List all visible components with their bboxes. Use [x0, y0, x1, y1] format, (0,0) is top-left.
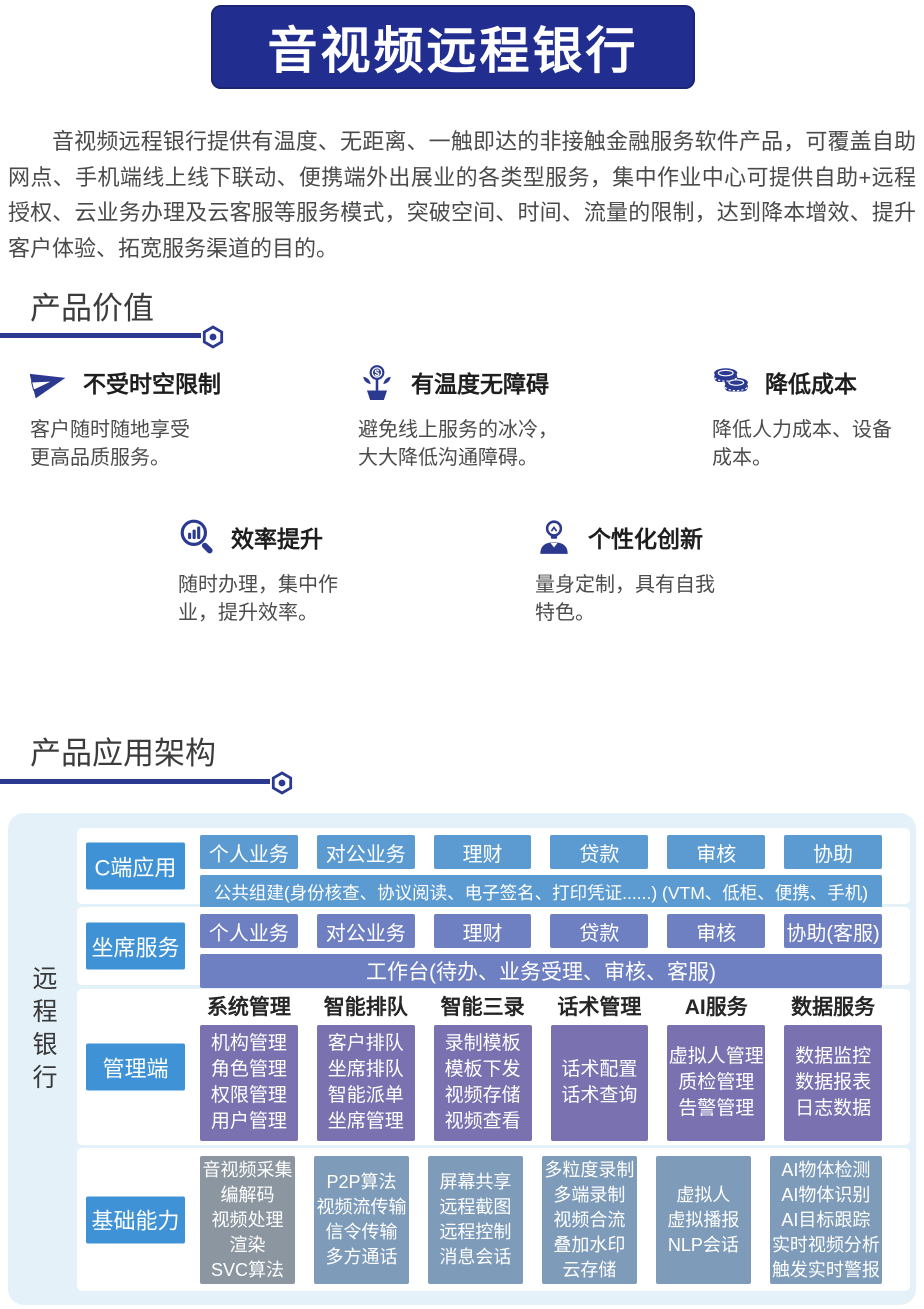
row-content: 个人业务 对公业务 理财 贷款 审核 协助(客服) 工作台(待办、业务受理、审核…: [200, 907, 882, 988]
feature-lower-cost: 降低成本 降低人力成本、设备成本。: [712, 363, 897, 472]
chip-assist: 协助: [784, 835, 882, 869]
col-header: 数据服务: [791, 996, 876, 1019]
col-header: AI服务: [684, 996, 748, 1019]
chip-personal-business: 个人业务: [200, 914, 298, 948]
feature-head: $ 有温度无障碍: [358, 363, 563, 401]
col-ai-service: AI服务 虚拟人管理 质检管理 告警管理: [667, 993, 766, 1141]
section-rule-architecture: [0, 771, 294, 795]
chip-loan: 贷款: [550, 835, 649, 869]
feature-desc: 降低人力成本、设备成本。: [712, 419, 892, 469]
col-header: 系统管理: [206, 996, 291, 1019]
chip-loan: 贷款: [550, 914, 649, 948]
feature-warm-barrier-free: $ 有温度无障碍 避免线上服务的冰冷，大大降低沟通障碍。: [358, 363, 563, 472]
feature-desc: 随时办理，集中作业，提升效率。: [178, 574, 338, 624]
row-agent-service: 坐席服务 个人业务 对公业务 理财 贷款 审核 协助(客服) 工作台(待办、业务…: [77, 907, 910, 988]
row-basic-capability: 基础能力 音视频采集 编解码 视频处理 渲染 SVC算法 P2P算法 视频流传输…: [77, 1148, 910, 1291]
col-header: 智能排队: [323, 996, 408, 1019]
intro-paragraph: 音视频远程银行提供有温度、无距离、一触即达的非接触金融服务软件产品，可覆盖自助网…: [8, 129, 916, 261]
col-items: 话术配置 话术查询: [550, 1025, 649, 1141]
col-ai-analysis: AI物体检测 AI物体识别 AI目标跟踪 实时视频分析 触发实时警报: [769, 1156, 882, 1284]
col-smart-recording: 智能三录 录制模板 模板下发 视频存储 视频查看: [433, 993, 532, 1141]
chip-personal-business: 个人业务: [200, 835, 298, 869]
chip-wealth: 理财: [433, 835, 532, 869]
coins-icon: [712, 363, 750, 401]
row-label-agent-service: 坐席服务: [86, 922, 185, 970]
row-label-management: 管理端: [86, 1043, 185, 1091]
row-content: 系统管理 机构管理 角色管理 权限管理 用户管理 智能排队 客户排队 坐席排队 …: [200, 989, 882, 1145]
feature-title: 不受时空限制: [83, 371, 221, 397]
col-header: 话术管理: [557, 996, 642, 1019]
rule-line: [0, 779, 270, 784]
col-items: 虚拟人管理 质检管理 告警管理: [667, 1025, 766, 1141]
architecture-panel: 远程银行 C端应用 个人业务 对公业务 理财 贷款 审核 协助 公共组建(身份核…: [8, 813, 916, 1305]
feature-personalized-innovation: 个性化创新 量身定制，具有自我特色。: [535, 518, 720, 627]
feature-title: 个性化创新: [588, 526, 703, 552]
col-screen-share: 屏幕共享 远程截图 远程控制 消息会话: [427, 1156, 523, 1284]
feature-desc: 量身定制，具有自我特色。: [535, 574, 715, 624]
row-label-c-end: C端应用: [86, 842, 185, 890]
chip-review: 审核: [667, 914, 766, 948]
chip-assist-service: 协助(客服): [784, 914, 882, 948]
chip-row: 个人业务 对公业务 理财 贷款 审核 协助: [200, 835, 882, 869]
feature-head: 个性化创新: [535, 518, 720, 556]
chip-review: 审核: [667, 835, 766, 869]
feature-head: 效率提升: [178, 518, 343, 556]
page-title: 音视频远程银行: [267, 23, 639, 79]
chip-row: 个人业务 对公业务 理财 贷款 审核 协助(客服): [200, 914, 882, 948]
feature-title: 效率提升: [231, 526, 323, 552]
chip-corporate-business: 对公业务: [316, 835, 415, 869]
feature-title: 有温度无障碍: [411, 371, 549, 397]
management-grid: 系统管理 机构管理 角色管理 权限管理 用户管理 智能排队 客户排队 坐席排队 …: [200, 989, 882, 1141]
col-system-management: 系统管理 机构管理 角色管理 权限管理 用户管理: [200, 993, 298, 1141]
hexagon-marker-icon: [271, 771, 293, 795]
feature-desc: 避免线上服务的冰冷，大大降低沟通障碍。: [358, 419, 558, 469]
col-items: 机构管理 角色管理 权限管理 用户管理: [200, 1025, 298, 1141]
feature-desc: 客户随时随地享受更高品质服务。: [30, 419, 190, 469]
col-av-capture: 音视频采集 编解码 视频处理 渲染 SVC算法: [200, 1156, 295, 1284]
section-rule-product-value: [0, 325, 225, 349]
col-transport: P2P算法 视频流传输 信令传输 多方通话: [313, 1156, 409, 1284]
feature-no-time-space-limit: 不受时空限制 客户随时随地享受更高品质服务。: [30, 363, 221, 472]
rule-line: [0, 333, 201, 338]
col-items: 数据监控 数据报表 日志数据: [784, 1025, 882, 1141]
basic-grid: 音视频采集 编解码 视频处理 渲染 SVC算法 P2P算法 视频流传输 信令传输…: [200, 1148, 882, 1284]
bar-common-components: 公共组建(身份核查、协议阅读、电子签名、打印凭证......) (VTM、低柜、…: [200, 875, 882, 909]
row-label-basic-capability: 基础能力: [86, 1196, 185, 1243]
svg-text:$: $: [375, 368, 380, 378]
hexagon-marker-icon: [202, 325, 224, 349]
col-items: 录制模板 模板下发 视频存储 视频查看: [433, 1025, 532, 1141]
section-title-architecture: 产品应用架构: [30, 736, 216, 771]
bar-workbench: 工作台(待办、业务受理、审核、客服): [200, 954, 882, 988]
lightbulb-person-icon: [535, 518, 573, 556]
page-title-banner: 音视频远程银行: [211, 5, 695, 89]
col-header: 智能三录: [440, 996, 525, 1019]
chip-corporate-business: 对公业务: [316, 914, 415, 948]
chip-wealth: 理财: [433, 914, 532, 948]
feature-efficiency: 效率提升 随时办理，集中作业，提升效率。: [178, 518, 343, 627]
col-data-service: 数据服务 数据监控 数据报表 日志数据: [784, 993, 882, 1141]
row-content: 个人业务 对公业务 理财 贷款 审核 协助 公共组建(身份核查、协议阅读、电子签…: [200, 828, 882, 909]
col-recording: 多粒度录制 多端录制 视频合流 叠加水印 云存储: [541, 1156, 637, 1284]
feature-title: 降低成本: [765, 371, 857, 397]
feature-head: 不受时空限制: [30, 363, 221, 401]
col-items: 客户排队 坐席排队 智能派单 坐席管理: [316, 1025, 415, 1141]
section-title-product-value: 产品价值: [30, 291, 154, 326]
feature-head: 降低成本: [712, 363, 897, 401]
row-content: 音视频采集 编解码 视频处理 渲染 SVC算法 P2P算法 视频流传输 信令传输…: [200, 1148, 882, 1291]
row-management: 管理端 系统管理 机构管理 角色管理 权限管理 用户管理 智能排队 客户排队 坐…: [77, 989, 910, 1145]
col-smart-queue: 智能排队 客户排队 坐席排队 智能派单 坐席管理: [316, 993, 415, 1141]
paper-plane-icon: [30, 363, 68, 401]
architecture-side-label: 远程银行: [29, 965, 57, 1097]
col-virtual-human: 虚拟人 虚拟播报 NLP会话: [655, 1156, 751, 1284]
warm-flower-coin-icon: $: [358, 363, 396, 401]
col-script-management: 话术管理 话术配置 话术查询: [550, 993, 649, 1141]
row-c-end: C端应用 个人业务 对公业务 理财 贷款 审核 协助 公共组建(身份核查、协议阅…: [77, 828, 910, 909]
magnifier-chart-icon: [178, 518, 216, 556]
